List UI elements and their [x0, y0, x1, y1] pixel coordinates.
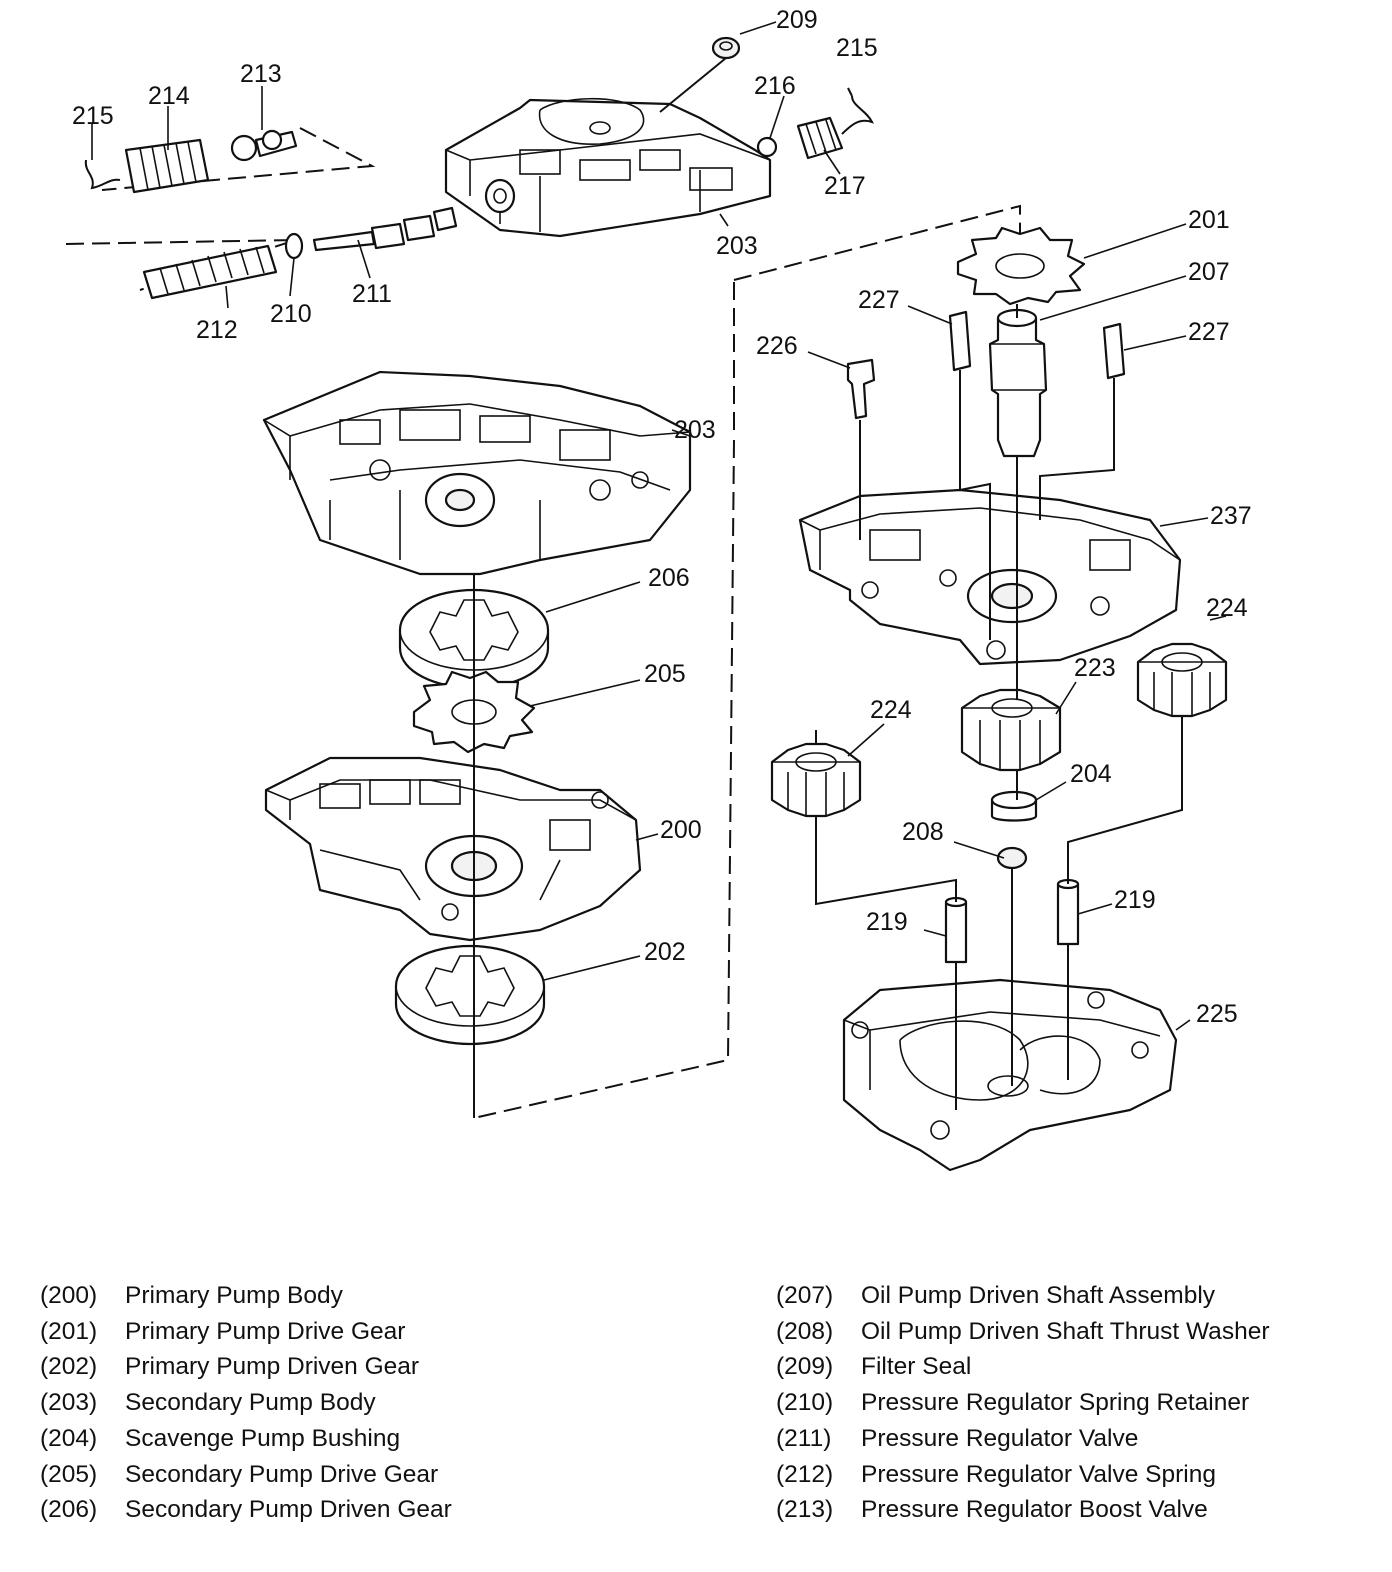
- secondary-pump-body-top-part: [444, 97, 772, 238]
- callout-207: 207: [1188, 258, 1230, 286]
- legend-label: Pressure Regulator Valve: [861, 1424, 1139, 1452]
- legend-right-column: (207) Oil Pump Driven Shaft Assembly (208…: [776, 1278, 1269, 1528]
- legend-number: (206): [40, 1496, 98, 1524]
- callout-208: 208: [902, 818, 944, 846]
- dowel-pins-part: [948, 310, 1126, 380]
- legend-label: Pressure Regulator Spring Retainer: [861, 1389, 1250, 1417]
- legend-label: Secondary Pump Driven Gear: [125, 1496, 452, 1524]
- scavenge-gear-left-part: [770, 742, 862, 818]
- callout-212: 212: [196, 316, 238, 344]
- legend-item: (206) Secondary Pump Driven Gear: [40, 1492, 452, 1528]
- legend-label: Primary Pump Driven Gear: [125, 1353, 420, 1381]
- callout-204: 204: [1070, 760, 1112, 788]
- legend-number: (202): [40, 1353, 98, 1381]
- legend-item: (211) Pressure Regulator Valve: [776, 1421, 1269, 1457]
- legend-label: Pressure Regulator Valve Spring: [861, 1460, 1216, 1488]
- primary-pump-drive-gear-part: [956, 226, 1086, 306]
- callout-215: 215: [836, 34, 878, 62]
- right-assembly-lines: [815, 304, 1183, 1110]
- callout-215: 215: [72, 102, 114, 130]
- legend-number: (207): [776, 1282, 834, 1309]
- callout-225: 225: [1196, 1000, 1238, 1028]
- legend-number: (208): [776, 1317, 834, 1345]
- scavenge-gear-center-part: [960, 688, 1062, 772]
- exploded-view-diagram: 209 215 216 217 213 214 215 203 211 210 …: [65, 6, 1252, 1172]
- secondary-pump-body-middle-part: [262, 370, 692, 576]
- legend-label: Filter Seal: [861, 1353, 972, 1381]
- legend-label: Primary Pump Drive Gear: [125, 1317, 406, 1345]
- scavenge-pump-bushing-part: [990, 790, 1038, 822]
- callout-203: 203: [716, 232, 758, 260]
- legend-number: (205): [40, 1460, 98, 1488]
- callout-224: 224: [1206, 594, 1248, 622]
- legend-item: (209) Filter Seal: [776, 1349, 1269, 1385]
- legend-label: Primary Pump Body: [125, 1282, 343, 1309]
- legend-number: (201): [40, 1317, 98, 1345]
- callouts: 209 215 216 217 213 214 215 203 211 210 …: [72, 6, 1252, 1028]
- callout-227: 227: [858, 286, 900, 314]
- callout-209: 209: [776, 6, 818, 34]
- legend-number: (200): [40, 1282, 98, 1309]
- legend-number: (212): [776, 1460, 834, 1488]
- legend-number: (211): [776, 1424, 832, 1452]
- right-spring-assembly: [756, 87, 874, 160]
- legend-label: Oil Pump Driven Shaft Assembly: [861, 1282, 1216, 1309]
- oil-pump-driven-shaft-part: [988, 308, 1048, 458]
- legend-item: (202) Primary Pump Driven Gear: [40, 1349, 452, 1385]
- legend-number: (213): [776, 1496, 834, 1524]
- legend-label: Secondary Pump Body: [125, 1389, 376, 1417]
- bolt-part: [846, 358, 876, 420]
- callout-219: 219: [1114, 886, 1156, 914]
- pins-219-part: [944, 878, 1080, 964]
- legend-label: Oil Pump Driven Shaft Thrust Washer: [861, 1317, 1270, 1345]
- legend-item: (210) Pressure Regulator Spring Retainer: [776, 1385, 1269, 1421]
- callout-203: 203: [674, 416, 716, 444]
- left-valve-assembly: [84, 129, 298, 194]
- legend-label: Scavenge Pump Bushing: [125, 1424, 401, 1452]
- legend-item: (201) Primary Pump Drive Gear: [40, 1314, 452, 1350]
- callout-227: 227: [1188, 318, 1230, 346]
- callout-237: 237: [1210, 502, 1252, 530]
- legend-number: (210): [776, 1389, 834, 1417]
- callout-216: 216: [754, 72, 796, 100]
- legend-item: (213) Pressure Regulator Boost Valve: [776, 1492, 1269, 1528]
- legend-label: Pressure Regulator Boost Valve: [861, 1496, 1208, 1524]
- callout-226: 226: [756, 332, 798, 360]
- callout-219: 219: [866, 908, 908, 936]
- legend-item: (205) Secondary Pump Drive Gear: [40, 1457, 452, 1493]
- legend-item: (207) Oil Pump Driven Shaft Assembly: [776, 1278, 1269, 1314]
- callout-206: 206: [648, 564, 690, 592]
- legend-number: (203): [40, 1389, 98, 1417]
- callout-214: 214: [148, 82, 190, 110]
- callout-211: 211: [352, 280, 392, 308]
- callout-224: 224: [870, 696, 912, 724]
- callout-201: 201: [1188, 206, 1230, 234]
- primary-pump-body-part: [264, 756, 642, 942]
- legend-item: (200) Primary Pump Body: [40, 1278, 452, 1314]
- legend-number: (204): [40, 1424, 98, 1452]
- callout-213: 213: [240, 60, 282, 88]
- legend-item: (204) Scavenge Pump Bushing: [40, 1421, 452, 1457]
- legend-item: (212) Pressure Regulator Valve Spring: [776, 1457, 1269, 1493]
- scavenge-gear-right-part: [1136, 642, 1228, 718]
- leader-lines: [91, 21, 1227, 1031]
- callout-202: 202: [644, 938, 686, 966]
- filter-seal-part: [659, 36, 741, 113]
- callout-205: 205: [644, 660, 686, 688]
- callout-217: 217: [824, 172, 866, 200]
- legend-label: Secondary Pump Drive Gear: [125, 1460, 439, 1488]
- pressure-regulator-parts: [142, 206, 458, 300]
- legend-item: (203) Secondary Pump Body: [40, 1385, 452, 1421]
- legend-item: (208) Oil Pump Driven Shaft Thrust Washer: [776, 1314, 1269, 1350]
- legend-left-column: (200) Primary Pump Body (201) Primary Pump…: [40, 1278, 452, 1528]
- pump-housing-part: [842, 978, 1178, 1172]
- legend-number: (209): [776, 1353, 834, 1381]
- callout-223: 223: [1074, 654, 1116, 682]
- callout-200: 200: [660, 816, 702, 844]
- callout-210: 210: [270, 300, 312, 328]
- primary-pump-driven-gear-part: [394, 944, 546, 1046]
